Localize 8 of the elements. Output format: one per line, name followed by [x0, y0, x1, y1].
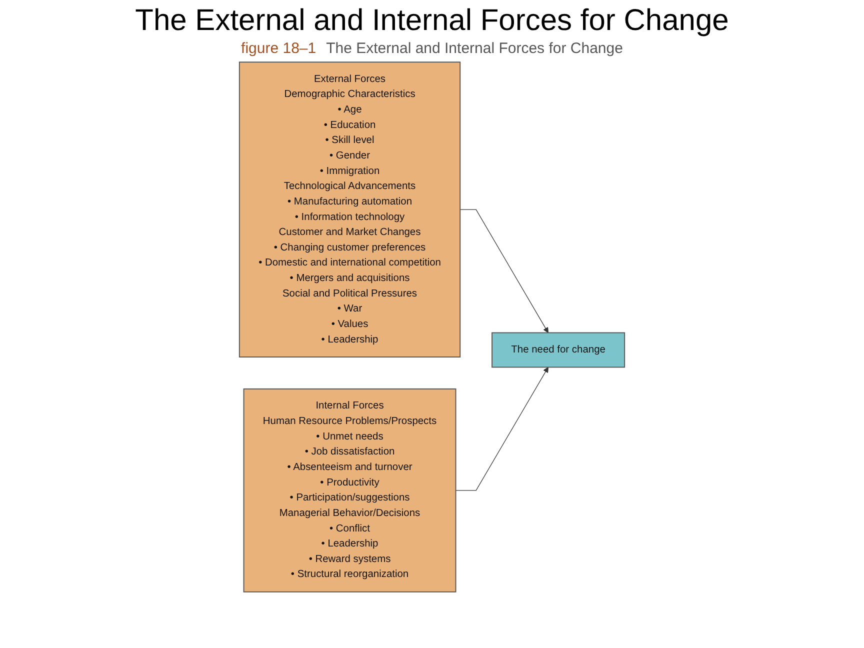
node-box: External Forces Demographic Characteristics • Age • Education • Skill level • Gender • Immigration Technological Advancements • Manufacturing automation • Information technology Customer and Market Changes • Changing customer preferences • Domestic and international competition • Mergers and acquisitions Social and Political Pressures • War • Values • Leadership — [238, 62, 461, 358]
title: The External and Internal Forces for Change — [134, 4, 730, 38]
figure-number: figure 18–1 — [241, 40, 316, 57]
arrow — [455, 366, 548, 491]
node-box: Internal Forces Human Resource Problems/Prospects • Unmet needs • Job dissatisfaction • Absenteeism and turnover • Productivity • Participation/suggestions Managerial Behavior/Decisions • Conflict • Leadership • Reward systems • Structural reorganization — [243, 388, 456, 592]
arrow — [460, 209, 548, 333]
node-box: The need for change — [492, 332, 626, 368]
figure-caption: The External and Internal Forces for Change — [326, 40, 623, 57]
